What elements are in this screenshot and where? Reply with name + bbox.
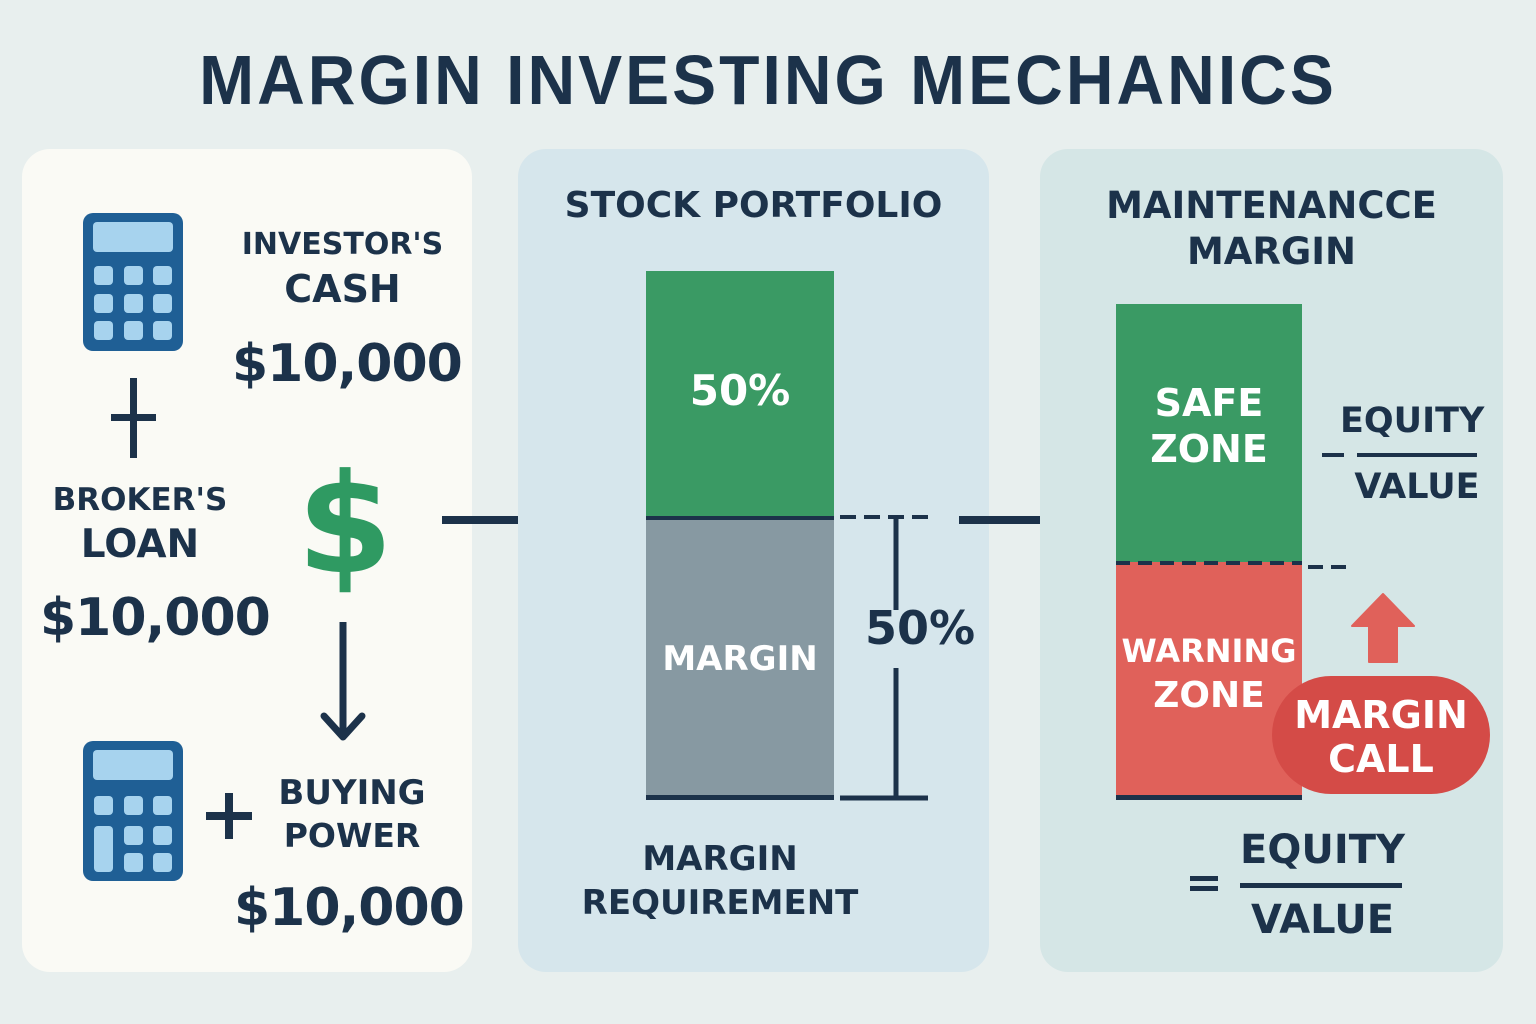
fraction-bar <box>1357 453 1477 457</box>
portfolio-bar: 50% MARGIN <box>646 271 834 801</box>
minus-sign <box>1322 453 1344 457</box>
side-formula-numerator: EQUITY <box>1340 401 1485 441</box>
arrow-up-icon <box>1351 593 1415 663</box>
plus-icon <box>206 793 252 839</box>
buying-power-label-line2: POWER <box>283 816 421 855</box>
side-formula-denominator: VALUE <box>1354 467 1480 507</box>
dollar-sign-icon: $ <box>296 444 394 605</box>
warning-zone: WARNING ZONE <box>1116 562 1302 796</box>
bottom-formula-numerator: EQUITY <box>1240 827 1405 873</box>
equity-segment: 50% <box>646 271 834 516</box>
buying-power-label-line1: BUYING <box>278 773 426 813</box>
equity-segment-label: 50% <box>689 366 791 415</box>
margin-call-badge: MARGIN CALL <box>1272 676 1490 794</box>
warning-zone-label-line2: ZONE <box>1153 675 1265 716</box>
warning-zone-label-line1: WARNING <box>1121 632 1297 670</box>
safe-zone: SAFE ZONE <box>1116 304 1302 562</box>
calculator-icon <box>83 741 183 881</box>
investor-cash-amount: $10,000 <box>232 334 463 394</box>
stock-portfolio-title: STOCK PORTFOLIO <box>564 185 943 226</box>
margin-call-label-line2: CALL <box>1328 737 1434 781</box>
margin-call-label-line1: MARGIN <box>1294 693 1468 737</box>
fraction-bar <box>1240 883 1402 888</box>
bottom-formula-denominator: VALUE <box>1250 897 1395 943</box>
calculator-icon <box>83 213 183 351</box>
safe-zone-label-line1: SAFE <box>1154 381 1264 425</box>
equals-sign <box>1190 876 1218 891</box>
margin-requirement-caption-line1: MARGIN <box>642 839 798 879</box>
margin-requirement-caption-line2: REQUIREMENT <box>581 883 859 923</box>
investor-cash-label-line2: CASH <box>284 267 401 311</box>
maintenance-margin-title-line1: MAINTENANCCE <box>1106 184 1437 227</box>
page-title: MARGIN INVESTING MECHANICS <box>199 41 1337 119</box>
buying-power-amount: $10,000 <box>234 878 465 938</box>
margin-segment: MARGIN <box>646 520 834 795</box>
arrow-down-icon <box>320 622 366 741</box>
bracket-indicator <box>840 515 930 801</box>
safe-zone-label-line2: ZONE <box>1150 427 1268 471</box>
investor-cash-label-line1: INVESTOR'S <box>241 227 444 262</box>
maintenance-bar: SAFE ZONE WARNING ZONE <box>1116 304 1302 800</box>
plus-icon <box>111 378 156 458</box>
margin-segment-label: MARGIN <box>662 639 818 679</box>
maintenance-threshold-line <box>1308 565 1353 569</box>
broker-loan-amount: $10,000 <box>40 588 271 648</box>
broker-loan-label-line2: LOAN <box>80 522 200 567</box>
bracket-label: 50% <box>865 601 976 655</box>
maintenance-margin-title-line2: MARGIN <box>1186 230 1357 273</box>
broker-loan-label-line1: BROKER'S <box>52 482 228 518</box>
